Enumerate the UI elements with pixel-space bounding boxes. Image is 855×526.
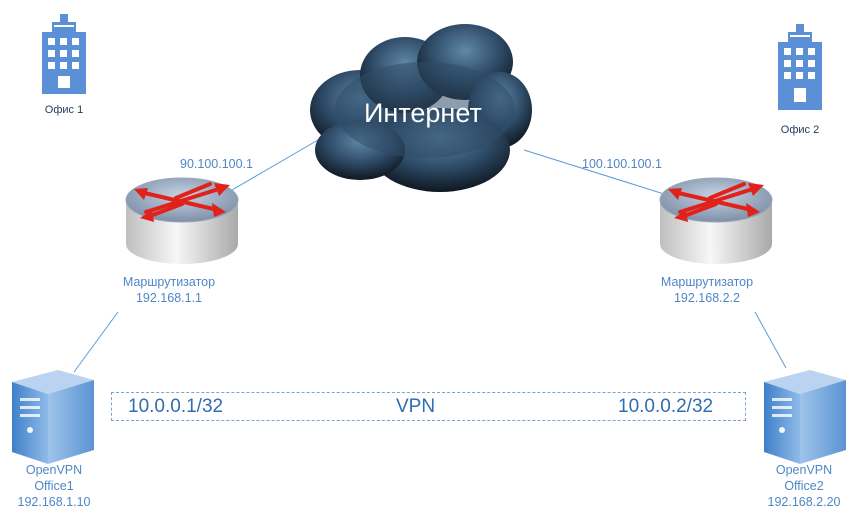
link-router1-server1 (73, 311, 119, 373)
office1-router-name: Маршрутизатор (122, 275, 216, 289)
office1-server-name-line2: Office1 (34, 479, 74, 493)
office1-router-caption: Маршрутизатор 192.168.1.1 (102, 274, 236, 306)
office2-server-caption: OpenVPN Office2 192.168.2.20 (754, 462, 854, 510)
office2-building-icon (778, 24, 822, 110)
office2-router-caption: Маршрутизатор 192.168.2.2 (640, 274, 774, 306)
office1-wan-ip: 90.100.100.1 (180, 157, 253, 171)
link-router2-server2 (754, 311, 787, 369)
office2-server-icon (764, 370, 846, 464)
office2-label: Офис 2 (780, 124, 820, 136)
office2-router-name: Маршрутизатор (660, 275, 754, 289)
vpn-right-ip: 10.0.0.2/32 (618, 396, 714, 417)
office2-wan-ip: 100.100.100.1 (582, 157, 662, 171)
link-internet-router2 (523, 149, 665, 195)
internet-cloud-icon (310, 24, 532, 192)
vpn-tunnel-box (111, 392, 746, 421)
office2-router-icon (659, 177, 773, 264)
link-router1-internet (231, 139, 319, 191)
vpn-label: VPN (396, 396, 436, 417)
office1-server-caption: OpenVPN Office1 192.168.1.10 (4, 462, 104, 510)
office1-router-icon (125, 177, 239, 264)
office1-router-lan-ip: 192.168.1.1 (135, 291, 203, 305)
office1-label: Офис 1 (44, 104, 84, 116)
office2-server-ip: 192.168.2.20 (767, 495, 841, 509)
office2-router-lan-ip: 192.168.2.2 (673, 291, 741, 305)
vpn-left-ip: 10.0.0.1/32 (128, 396, 224, 417)
office1-server-name-line1: OpenVPN (25, 463, 83, 477)
internet-label: Интернет (364, 98, 482, 128)
office1-building-icon (42, 14, 86, 94)
office2-server-name-line1: OpenVPN (775, 463, 833, 477)
office1-server-icon (12, 370, 94, 464)
office1-server-ip: 192.168.1.10 (17, 495, 91, 509)
office2-server-name-line2: Office2 (784, 479, 824, 493)
